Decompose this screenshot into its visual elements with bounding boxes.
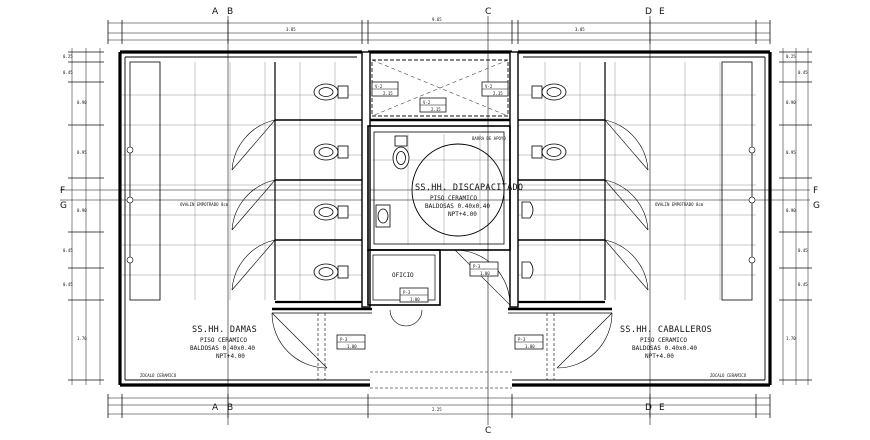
svg-text:1.00: 1.00 xyxy=(410,297,420,302)
door-tag-disabled: P-3 1.00 xyxy=(469,261,499,277)
room-damas-name: SS.HH. DAMAS xyxy=(192,325,257,335)
dim-left-1: 0.45 xyxy=(63,70,73,75)
axis-b-top: B xyxy=(227,7,233,17)
door-tag-oficio: P-3 1.00 xyxy=(399,287,429,303)
toilet-left-1 xyxy=(313,83,349,101)
room-caballeros-name: SS.HH. CABALLEROS xyxy=(620,325,712,335)
svg-text:2.15: 2.15 xyxy=(383,91,393,96)
svg-text:V-2: V-2 xyxy=(485,84,493,89)
svg-text:V-2: V-2 xyxy=(423,100,431,105)
axis-c-bottom: C xyxy=(485,426,491,436)
axis-e-top: E xyxy=(659,7,665,17)
dim-bottom-mid: 2.25 xyxy=(432,407,442,412)
dim-left-0: 0.25 xyxy=(63,54,73,59)
room-caballeros-floor: PISO CERAMICO xyxy=(640,337,687,344)
dim-right-3: 0.95 xyxy=(786,150,796,155)
dim-overall: 9.65 xyxy=(432,17,442,22)
room-damas-level: NPT+4.00 xyxy=(216,353,245,360)
door-tag-damas: P-3 1.00 xyxy=(336,334,366,350)
dim-left-4: 0.90 xyxy=(77,208,87,213)
urinals xyxy=(521,201,534,279)
dim-right-7: 1.70 xyxy=(786,336,796,341)
disabled-lavatory xyxy=(375,204,391,228)
room-discapacitado-level: NPT+4.00 xyxy=(448,211,477,218)
door-swings xyxy=(231,119,649,369)
room-caballeros-level: NPT+4.00 xyxy=(645,353,674,360)
dimension-ticks xyxy=(68,20,812,418)
window-tag-3: V-2 2.15 xyxy=(481,81,509,97)
toilet-right-2 xyxy=(531,143,567,161)
axis-labels: A B C D E A B C D E F G F G xyxy=(60,7,820,436)
dim-top-right: 3.85 xyxy=(575,27,585,32)
toilet-right-1 xyxy=(531,83,567,101)
dim-top-left: 3.85 xyxy=(286,27,296,32)
note-zocalo-right: ZOCALO CERAMICO xyxy=(710,373,747,378)
axis-b-bottom: B xyxy=(227,403,233,413)
note-ovalin-right: OVALIN EMPOTRADO 8cm xyxy=(655,202,704,207)
room-labels: SS.HH. DISCAPACITADO PISO CERAMICO BALDO… xyxy=(190,183,712,360)
room-caballeros-tiles: BALDOSAS 0.40x0.40 xyxy=(632,345,697,352)
window-tag-1: V-2 2.15 xyxy=(371,81,399,97)
dim-left-7: 1.70 xyxy=(77,336,87,341)
dim-right-2: 0.90 xyxy=(786,100,796,105)
svg-text:P-3: P-3 xyxy=(473,264,481,269)
dim-right-0: 0.25 xyxy=(786,54,796,59)
axis-f-left: F xyxy=(60,186,65,196)
svg-text:V-2: V-2 xyxy=(375,84,383,89)
counter-sinks xyxy=(126,146,756,264)
walls xyxy=(118,50,772,387)
axis-d-bottom: D xyxy=(645,403,652,413)
door-tag-caballeros: P-3 1.00 xyxy=(514,334,544,350)
dim-right-6: 0.45 xyxy=(798,282,808,287)
axis-a-top: A xyxy=(212,7,219,17)
dim-right-1: 0.45 xyxy=(798,70,808,75)
axis-g-left: G xyxy=(60,201,67,211)
dimension-lines xyxy=(71,22,809,415)
axis-a-bottom: A xyxy=(212,403,219,413)
room-damas-floor: PISO CERAMICO xyxy=(200,337,247,344)
axis-d-top: D xyxy=(645,7,652,17)
dim-left-2: 0.90 xyxy=(77,100,87,105)
dimension-texts: 9.65 3.85 3.85 2.25 0.25 0.45 0.90 0.95 … xyxy=(63,17,808,412)
axis-g-right: G xyxy=(813,201,820,211)
toilet-left-4 xyxy=(313,263,349,281)
svg-text:1.00: 1.00 xyxy=(347,344,357,349)
toilet-left-2 xyxy=(313,143,349,161)
dashed-openings xyxy=(317,313,555,389)
svg-text:2.15: 2.15 xyxy=(493,91,503,96)
svg-text:1.00: 1.00 xyxy=(480,271,490,276)
room-discapacitado-name: SS.HH. DISCAPACITADO xyxy=(415,183,523,193)
wheelchair-turning-circle xyxy=(411,143,505,237)
room-oficio-name: OFICIO xyxy=(392,272,414,279)
room-discapacitado-floor: PISO CERAMICO xyxy=(430,195,477,202)
axis-lines xyxy=(60,16,810,425)
svg-text:2.15: 2.15 xyxy=(431,107,441,112)
note-ovalin-left: OVALIN EMPOTRADO 8cm xyxy=(180,202,229,207)
room-discapacitado-tiles: BALDOSAS 0.40x0.40 xyxy=(425,203,490,210)
annotation-notes: BARRA DE APOYO OVALIN EMPOTRADO 8cm OVAL… xyxy=(140,136,747,378)
axis-c-top: C xyxy=(485,7,491,17)
axis-e-bottom: E xyxy=(659,403,665,413)
axis-f-right: F xyxy=(813,186,818,196)
dim-right-5: 0.45 xyxy=(798,248,808,253)
svg-text:P-3: P-3 xyxy=(340,337,348,342)
dim-left-6: 0.45 xyxy=(63,282,73,287)
svg-text:1.00: 1.00 xyxy=(525,344,535,349)
dim-right-4: 0.90 xyxy=(786,208,796,213)
room-damas-tiles: BALDOSAS 0.40x0.40 xyxy=(190,345,255,352)
window-tag-2: V-2 2.15 xyxy=(419,97,447,113)
note-zocalo-left: ZOCALO CERAMICO xyxy=(140,373,177,378)
toilet-left-3 xyxy=(313,203,349,221)
svg-text:P-3: P-3 xyxy=(403,290,411,295)
note-barra: BARRA DE APOYO xyxy=(472,136,506,141)
svg-text:P-3: P-3 xyxy=(518,337,526,342)
toilets xyxy=(313,83,567,281)
dim-left-5: 0.45 xyxy=(63,248,73,253)
dim-left-3: 0.95 xyxy=(77,150,87,155)
toilet-disabled xyxy=(392,135,410,170)
